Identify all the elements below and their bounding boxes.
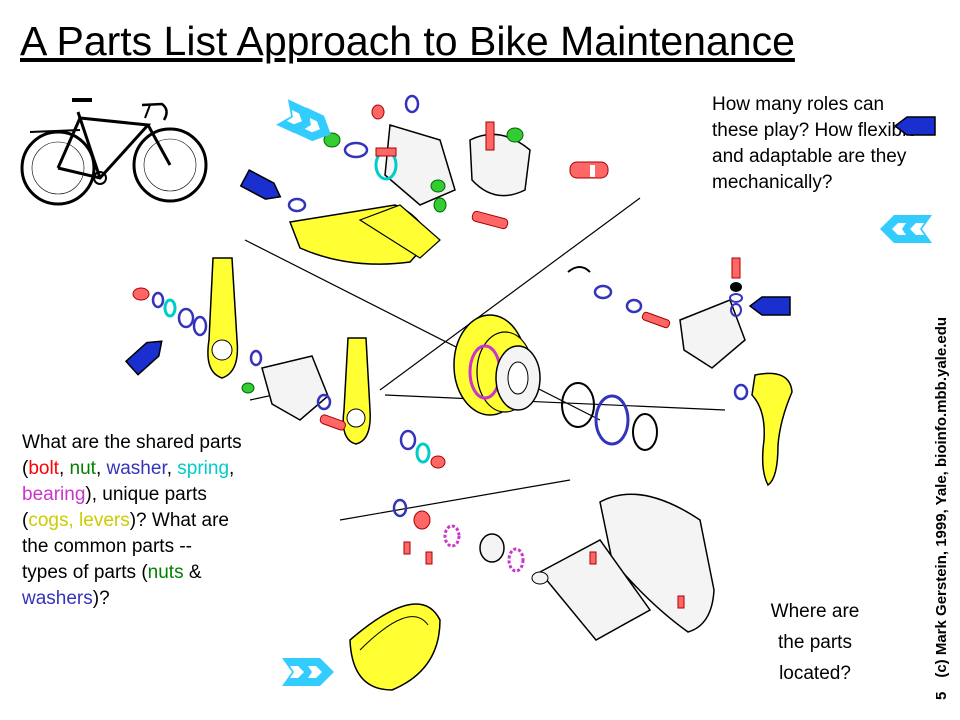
bearing-word: bearing <box>22 484 86 505</box>
arrow-icon <box>749 296 791 316</box>
shift-lever-parts <box>132 257 446 469</box>
bicycle-icon <box>20 98 208 206</box>
comma: , <box>95 458 107 479</box>
freewheel-cog-parts <box>453 314 658 451</box>
section-divider-lines <box>244 197 726 521</box>
located-line-1: Where are <box>770 601 860 622</box>
q-text-2: ), unique parts ( <box>22 484 207 531</box>
arrow-icon <box>894 116 936 136</box>
nut-word: nut <box>69 458 96 479</box>
comma: , <box>58 458 70 479</box>
washers-word: washers <box>22 588 93 609</box>
q-text-4: )? <box>92 588 110 609</box>
roles-question: How many roles can these play? How flexi… <box>712 94 917 193</box>
bolt-word: bolt <box>28 458 59 479</box>
arrow-icon <box>125 333 169 376</box>
comma: , <box>166 458 178 479</box>
levers-word: levers <box>79 510 130 531</box>
located-line-3: located? <box>779 663 851 684</box>
brake-parts <box>567 257 793 487</box>
double-chevron-icon <box>880 215 932 243</box>
shared-parts-question: What are the shared parts (bolt, nut, wa… <box>22 430 242 612</box>
located-question: Where are the parts located? <box>740 596 890 689</box>
q-text-3: )? What are the common parts -- types of… <box>22 510 229 583</box>
arrow-icon <box>240 169 286 206</box>
ampersand: & <box>183 562 202 583</box>
spring-word: spring <box>177 458 230 479</box>
cogs-word: cogs, <box>28 510 74 531</box>
located-line-2: the parts <box>778 632 852 653</box>
washer-word: washer <box>106 458 167 479</box>
nuts-word: nuts <box>147 562 184 583</box>
slide-title: A Parts List Approach to Bike Maintenanc… <box>20 18 795 64</box>
comma: , <box>229 458 235 479</box>
pedal-crank-parts <box>349 493 715 691</box>
double-chevron-icon <box>282 658 334 686</box>
q-text-1: What are the shared parts ( <box>22 432 242 479</box>
front-derailleur-parts <box>287 94 609 265</box>
